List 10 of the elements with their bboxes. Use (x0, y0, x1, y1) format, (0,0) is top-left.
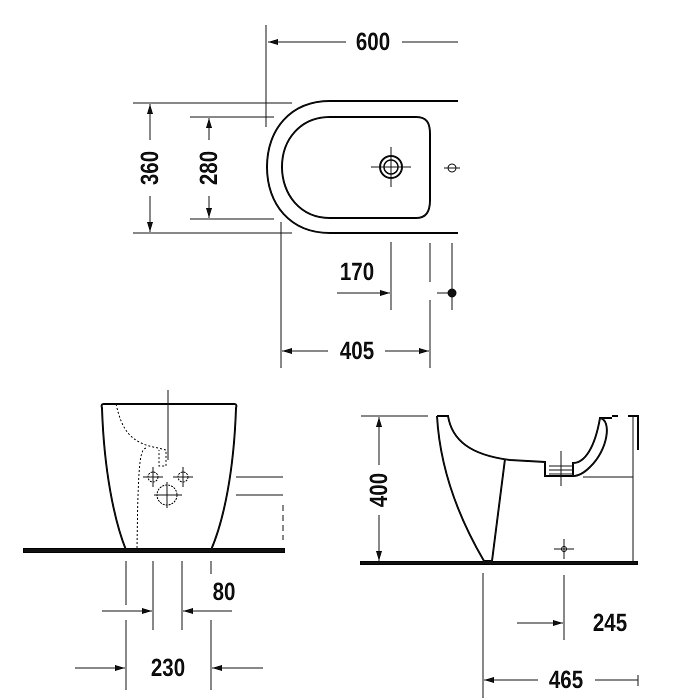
dimension-value: 245 (592, 610, 628, 636)
dimension-value: 400 (366, 472, 392, 508)
dimension-value: 360 (137, 150, 163, 186)
dimension-value: 405 (340, 338, 374, 364)
dimension-value: 80 (212, 579, 236, 605)
dimension-value: 465 (548, 667, 584, 693)
dimension-value: 230 (150, 655, 186, 681)
dimension-value: 280 (196, 150, 222, 186)
dimension-value: 170 (340, 259, 374, 285)
dimension-value: 600 (356, 29, 390, 55)
